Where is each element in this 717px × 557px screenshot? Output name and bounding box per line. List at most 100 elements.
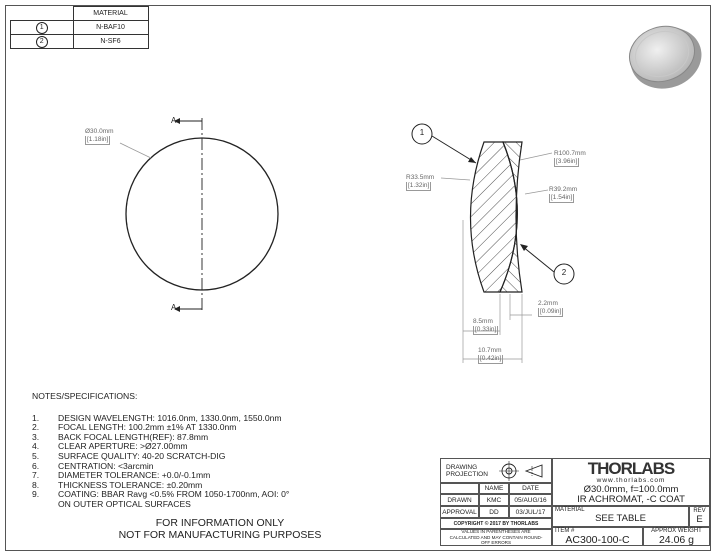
note-text: ON OUTER OPTICAL SURFACES (58, 498, 191, 509)
r-outer-dimension: R100.7mm [3.96in] (554, 150, 586, 167)
note-text: CENTRATION: <3arcmin (58, 460, 154, 471)
note-number: 7. (32, 470, 40, 481)
diameter-leader (119, 142, 152, 159)
material-label: MATERIAL (555, 507, 585, 513)
notes-heading: NOTES/SPECIFICATIONS: (32, 391, 138, 401)
note-number: 8. (32, 479, 40, 490)
material-table-blank (10, 6, 74, 21)
total-mm: 10.7mm (478, 347, 502, 354)
r-front-dimension: R33.5mm [1.32in] (406, 174, 434, 191)
material-name-cell: N-SF6 (72, 34, 149, 49)
material-table-row: 1 N-BAF10 (10, 20, 149, 35)
note-item: 4.CLEAR APERTURE: >Ø27.00mm (32, 442, 289, 452)
diameter-in: [1.18in] (85, 136, 111, 145)
tb-blank-cell (440, 483, 479, 494)
section-arrowhead-top (174, 118, 180, 124)
note-text: SURFACE QUALITY: 40-20 SCRATCH-DIG (58, 450, 226, 461)
weight-label: APPROX WEIGHT (651, 527, 702, 534)
website: www.thorlabs.com (596, 476, 666, 484)
rev-value: E (696, 514, 703, 525)
r-outer-mm: R100.7mm (554, 150, 586, 157)
projection-symbol (499, 461, 543, 481)
r-inner-leader (524, 189, 549, 195)
r-outer-leader (519, 152, 553, 161)
note-text: DIAMETER TOLERANCE: +0.0/-0.1mm (58, 470, 211, 481)
material-item-cell: 2 (10, 34, 74, 49)
note-item: ON OUTER OPTICAL SURFACES (32, 498, 289, 510)
projection-cell: DRAWING PROJECTION (440, 458, 552, 483)
drawn-name: KMC (479, 494, 509, 506)
r-inner-in: [1.54in] (549, 194, 575, 203)
note-item: 2. FOCAL LENGTH: 100.2mm ±1% AT 1330.0nm (32, 423, 289, 433)
disclaimer-line-2: NOT FOR MANUFACTURING PURPOSES (118, 529, 322, 541)
total-in: [0.42in] (478, 355, 504, 364)
note-text: THICKNESS TOLERANCE: ±0.20mm (58, 479, 203, 490)
note-item: 5.SURFACE QUALITY: 40-20 SCRATCH-DIG (32, 450, 289, 462)
lens-element-2 (499, 141, 523, 293)
r-front-in: [1.32in] (406, 182, 432, 191)
t1-mm: 8.5mm (473, 318, 493, 325)
rev-label: REV (693, 508, 706, 514)
diameter-mm: Ø30.0mm (85, 128, 114, 135)
section-label-top: A (171, 116, 177, 125)
rev-cell: REV E (689, 506, 710, 527)
diameter-dimension: Ø30.0mm [1.18in] (85, 128, 114, 145)
drawing-sheet (5, 5, 711, 551)
name-header: NAME (479, 483, 509, 494)
note-item: 3. BACK FOCAL LENGTH(REF): 87.8mm (32, 431, 289, 443)
material-table-header: MATERIAL (72, 6, 149, 21)
title-block: DRAWING PROJECTION NAME DATE DRAWN KMC 0… (440, 458, 710, 548)
note-number: 6. (32, 460, 40, 471)
balloon-1-circle (411, 123, 433, 145)
weight-value: 24.06 g (658, 533, 695, 546)
note-number: 1. (32, 412, 40, 423)
r-front-leader (440, 177, 471, 181)
values-note: VALUES IN PARENTHESES ARE CALCULATED AND… (440, 529, 552, 546)
total-dimension: 10.7mm [0.42in] (478, 347, 504, 364)
item-cell: ITEM # AC300-100-C (552, 527, 643, 546)
note-text: BACK FOCAL LENGTH(REF): 87.8mm (58, 431, 209, 442)
note-number: 2. (32, 422, 40, 433)
t2-dimension: 2.2mm [0.09in] (538, 300, 564, 317)
note-item: 1. DESIGN WAVELENGTH: 1016.0nm, 1330.0nm,… (32, 412, 289, 424)
section-arrowhead-bottom (174, 306, 180, 312)
r-inner-dimension: R39.2mm [1.54in] (549, 186, 577, 203)
note-item: 7. DIAMETER TOLERANCE: +0.0/-0.1mm (32, 471, 289, 481)
note-item: 8. THICKNESS TOLERANCE: ±0.20mm (32, 479, 289, 491)
approval-label: APPROVAL (440, 506, 479, 518)
r-inner-mm: R39.2mm (549, 186, 578, 193)
balloon-1-label: 1 (419, 128, 425, 137)
balloon-2-label: 2 (561, 268, 567, 277)
r-outer-in: [3.96in] (554, 158, 580, 167)
item-balloon: 2 (35, 35, 48, 48)
copyright: COPYRIGHT © 2017 BY THORLABS (440, 518, 552, 529)
note-text: FOCAL LENGTH: 100.2mm ±1% AT 1330.0nm (58, 422, 237, 433)
material-name-cell: N-BAF10 (72, 20, 149, 35)
note-number: 9. (32, 489, 40, 500)
note-item: 6. CENTRATION: <3arcmin (32, 460, 289, 472)
lens-thumbnail (629, 25, 702, 89)
note-number: 3. (32, 431, 40, 442)
section-label-bottom: A (171, 303, 177, 312)
balloon-2-arrowhead (520, 244, 528, 251)
note-text: CLEAR APERTURE: >Ø27.00mm (58, 441, 188, 452)
description-line-2: IR ACHROMAT, -C COAT (577, 493, 685, 505)
material-table-row: 2 N-SF6 (10, 34, 149, 49)
note-text: DESIGN WAVELENGTH: 1016.0nm, 1330.0nm, 1… (58, 412, 282, 423)
item-value: AC300-100-C (565, 533, 630, 546)
item-balloon: 1 (35, 21, 48, 34)
balloon-2-leader (521, 245, 555, 273)
disclaimer-line-1: FOR INFORMATION ONLY (155, 517, 285, 529)
t1-in: [0.33in] (473, 326, 499, 335)
projection-label: DRAWING PROJECTION (446, 463, 488, 478)
r-front-mm: R33.5mm (406, 174, 435, 181)
balloon-1-arrowhead (468, 157, 476, 163)
material-item-cell: 1 (10, 20, 74, 35)
note-number (32, 500, 58, 510)
approval-name: DD (479, 506, 509, 518)
date-header: DATE (509, 483, 552, 494)
balloon-1-leader (431, 135, 477, 164)
material-cell: MATERIAL SEE TABLE (552, 506, 689, 527)
title-cell: THORLABS www.thorlabs.com Ø30.0mm, f=100… (552, 458, 710, 506)
